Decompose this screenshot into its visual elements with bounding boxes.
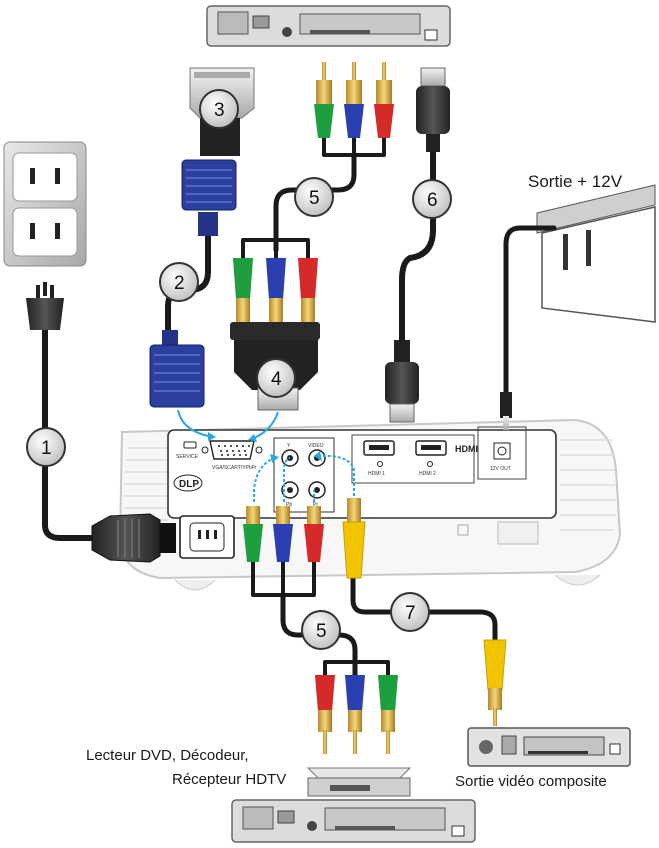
callout-6: 6 bbox=[412, 179, 452, 219]
vga-connector-bottom bbox=[149, 330, 205, 408]
svg-text:1: 1 bbox=[41, 438, 52, 459]
component-plugs-projector bbox=[243, 506, 324, 562]
svg-text:7: 7 bbox=[405, 603, 416, 624]
set-top-box bbox=[306, 767, 412, 797]
cables bbox=[42, 133, 557, 678]
callout-5-bottom: 5 bbox=[301, 610, 341, 650]
component-plugs-top bbox=[314, 62, 394, 138]
screen-output-label: Sortie + 12V bbox=[528, 172, 623, 191]
callout-1: 1 bbox=[26, 427, 66, 467]
composite-plug-projector bbox=[342, 498, 366, 579]
y-label: Y bbox=[287, 443, 291, 449]
service-label: SERVICE bbox=[176, 454, 199, 460]
callout-3: 3 bbox=[199, 89, 239, 129]
vga-connector-top bbox=[181, 159, 237, 236]
power-plug bbox=[26, 282, 176, 563]
component-plugs-bottom bbox=[315, 675, 398, 754]
dlp-logo: DLP bbox=[173, 474, 203, 492]
svg-text:6: 6 bbox=[427, 190, 438, 211]
pr-label: Pr bbox=[313, 502, 318, 508]
source-label-line1: Lecteur DVD, Décodeur, bbox=[86, 747, 249, 764]
composite-output-label: Sortie vidéo composite bbox=[455, 773, 607, 790]
callout-4: 4 bbox=[256, 358, 296, 398]
svg-text:5: 5 bbox=[309, 188, 320, 209]
callout-7: 7 bbox=[390, 592, 430, 632]
svg-text:3: 3 bbox=[214, 100, 225, 121]
svg-text:2: 2 bbox=[174, 273, 185, 294]
video-label: VIDEO bbox=[308, 443, 324, 449]
connection-arrows bbox=[177, 409, 355, 502]
vga-label: VGA/SCART/YPbPr bbox=[212, 465, 257, 471]
dvd-player-bottom bbox=[231, 799, 476, 843]
trigger-12v-plug bbox=[500, 392, 512, 430]
hdmi-logo: HDMI bbox=[455, 444, 478, 454]
wall-outlet bbox=[3, 141, 87, 267]
hdmi1-label: HDMI 1 bbox=[368, 471, 385, 477]
svg-text:4: 4 bbox=[271, 369, 282, 390]
projection-screen bbox=[536, 184, 656, 323]
composite-plug-device bbox=[483, 639, 507, 726]
svg-text:DLP: DLP bbox=[179, 479, 199, 490]
out12v-label: 12V OUT bbox=[490, 466, 511, 472]
callout-circles: 1 2 3 4 5 6 5 7 bbox=[26, 89, 452, 650]
projector: SERVICE VGA/SCART/YPbPr DLP Y VIDEO Pb P… bbox=[118, 418, 622, 591]
callout-2: 2 bbox=[159, 262, 199, 302]
svg-text:5: 5 bbox=[316, 621, 327, 642]
component-plugs-middle bbox=[233, 258, 318, 322]
hdmi-plug-top bbox=[416, 67, 450, 152]
pb-label: Pb bbox=[286, 502, 292, 508]
source-label-line2: Récepteur HDTV bbox=[172, 771, 287, 788]
composite-video-device bbox=[467, 727, 631, 767]
callout-5-top: 5 bbox=[294, 177, 334, 217]
hdmi-plug-bottom bbox=[385, 340, 419, 423]
hdmi2-label: HDMI 2 bbox=[419, 471, 436, 477]
dvd-player-top bbox=[206, 5, 451, 47]
